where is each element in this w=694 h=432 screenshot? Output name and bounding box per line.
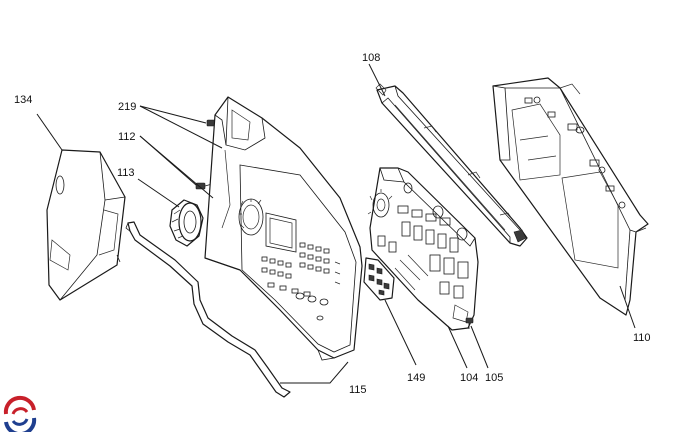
leader-219-b bbox=[139, 105, 223, 149]
control-buttons bbox=[261, 242, 341, 321]
callout-105: 105 bbox=[485, 372, 503, 384]
part-110-frame-bracket bbox=[492, 77, 649, 316]
part-113-selector-knob bbox=[169, 199, 204, 247]
callout-112: 112 bbox=[118, 131, 136, 143]
leader-110 bbox=[619, 285, 636, 329]
part-115-light-strip bbox=[125, 221, 291, 398]
part-105-screw bbox=[465, 317, 474, 329]
board-components bbox=[377, 182, 469, 323]
callout-labels: 134 219 112 113 115 108 149 104 105 110 bbox=[14, 52, 651, 396]
control-panel-fascia bbox=[204, 96, 363, 361]
leader-112-b bbox=[139, 135, 214, 199]
leader-115 bbox=[280, 361, 349, 384]
leader-134 bbox=[36, 113, 63, 151]
leader-108 bbox=[368, 63, 386, 97]
logo-blue-arc bbox=[4, 417, 37, 432]
leader-149 bbox=[384, 299, 417, 366]
logo-inner-blue bbox=[11, 418, 29, 426]
callout-115: 115 bbox=[349, 384, 367, 396]
leader-lines bbox=[36, 63, 636, 384]
part-149-connector-board bbox=[363, 257, 395, 301]
leader-105 bbox=[470, 325, 489, 369]
leader-219-a bbox=[139, 105, 207, 124]
callout-134: 134 bbox=[14, 94, 32, 106]
logo-inner-red bbox=[11, 407, 29, 415]
callout-219: 219 bbox=[118, 101, 136, 113]
logo-red-arc bbox=[3, 395, 36, 415]
leader-104 bbox=[447, 325, 468, 369]
callout-149: 149 bbox=[407, 372, 425, 384]
callout-113: 113 bbox=[117, 167, 135, 179]
callout-108: 108 bbox=[362, 52, 380, 64]
callout-104: 104 bbox=[460, 372, 478, 384]
part-108-mounting-rail bbox=[375, 83, 528, 247]
part-134-drawer-handle bbox=[46, 149, 126, 301]
part-104-control-board bbox=[367, 167, 479, 331]
callout-110: 110 bbox=[633, 332, 651, 344]
brand-swirl-icon bbox=[3, 395, 37, 432]
leader-113 bbox=[137, 178, 180, 208]
